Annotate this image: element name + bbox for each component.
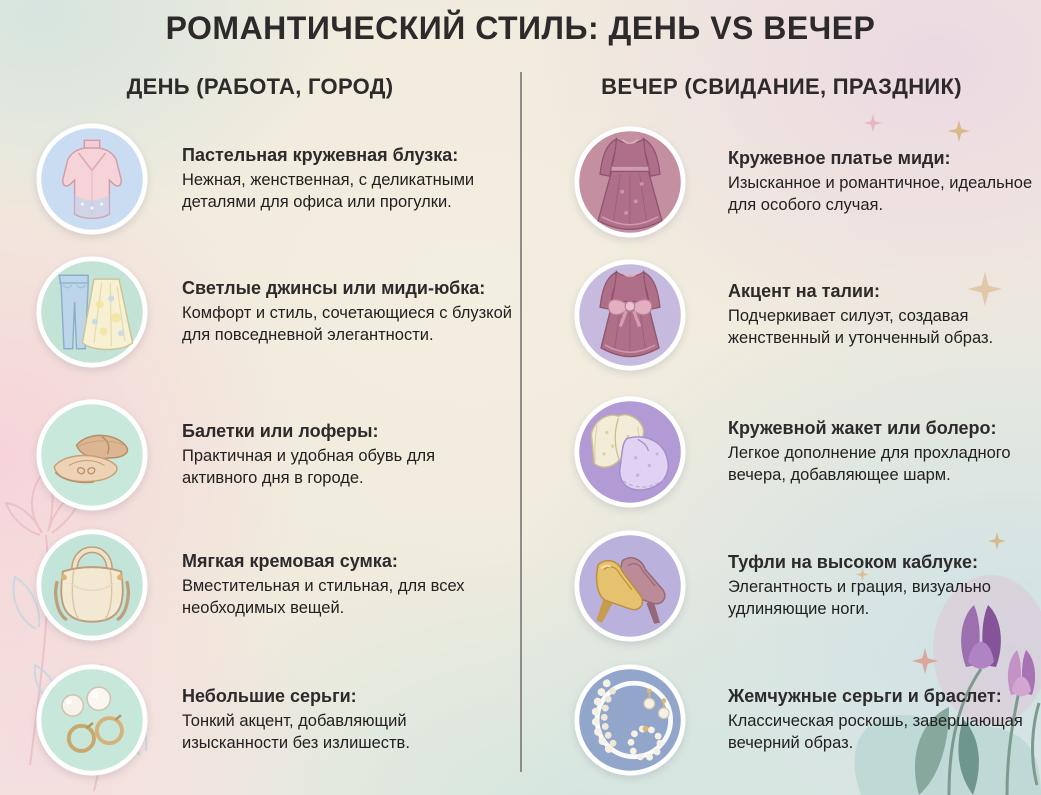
high-heels-icon bbox=[574, 530, 686, 642]
column-divider bbox=[520, 72, 522, 772]
list-item-evening-pearls: Жемчужные серьги и браслет: Классическая… bbox=[572, 662, 1041, 778]
list-item-evening-bolero: Кружевной жакет или болеро: Легкое допол… bbox=[572, 394, 1041, 510]
lace-midi-dress-icon bbox=[574, 126, 686, 238]
item-description: Практичная и удобная обувь для активного… bbox=[182, 446, 436, 487]
page-title: РОМАНТИЧЕСКИЙ СТИЛЬ: ДЕНЬ VS ВЕЧЕР bbox=[165, 10, 876, 46]
list-item-day-shoes: Балетки или лоферы: Практичная и удобная… bbox=[34, 397, 514, 513]
item-title: Небольшие серьги: bbox=[182, 686, 357, 707]
list-item-day-bag: Мягкая кремовая сумка: Вместительная и с… bbox=[34, 527, 514, 643]
lace-bolero-icon bbox=[574, 396, 686, 508]
item-description: Элегантность и грация, визуально удлиняю… bbox=[728, 577, 991, 618]
item-title: Туфли на высоком каблуке: bbox=[728, 552, 978, 573]
list-item-evening-heels: Туфли на высоком каблуке: Элегантность и… bbox=[572, 528, 1041, 644]
list-item-evening-dress: Кружевное платье миди: Изысканное и рома… bbox=[572, 124, 1041, 240]
item-description: Тонкий акцент, добавляющий изысканности … bbox=[182, 711, 410, 752]
item-title: Кружевное платье миди: bbox=[728, 148, 951, 169]
item-description: Комфорт и стиль, сочетающиеся с блузкой … bbox=[182, 303, 512, 344]
flats-loafers-icon bbox=[36, 399, 148, 511]
waist-bow-dress-icon bbox=[574, 259, 686, 371]
evening-column-heading: ВЕЧЕР (СВИДАНИЕ, ПРАЗДНИК) bbox=[601, 74, 962, 99]
jeans-midi-skirt-icon bbox=[36, 256, 148, 368]
item-title: Светлые джинсы или миди-юбка: bbox=[182, 278, 486, 299]
small-earrings-icon bbox=[36, 664, 148, 776]
item-title: Жемчужные серьги и браслет: bbox=[728, 686, 1002, 707]
item-description: Подчеркивает силуэт, создавая женственны… bbox=[728, 306, 994, 347]
list-item-evening-waist: Акцент на талии: Подчеркивает силуэт, со… bbox=[572, 257, 1041, 373]
pearl-jewelry-icon bbox=[574, 664, 686, 776]
item-title: Акцент на талии: bbox=[728, 281, 881, 302]
item-description: Легкое дополнение для прохладного вечера… bbox=[728, 443, 1011, 484]
list-item-day-blouse: Пастельная кружевная блузка: Нежная, жен… bbox=[34, 121, 514, 237]
item-description: Нежная, женственная, с деликатными детал… bbox=[182, 170, 475, 211]
item-title: Мягкая кремовая сумка: bbox=[182, 551, 398, 572]
list-item-day-earrings: Небольшие серьги: Тонкий акцент, добавля… bbox=[34, 662, 514, 778]
item-description: Вместительная и стильная, для всех необх… bbox=[182, 576, 465, 617]
item-description: Классическая роскошь, завершающая вечерн… bbox=[728, 711, 1023, 752]
item-title: Балетки или лоферы: bbox=[182, 421, 379, 442]
item-title: Пастельная кружевная блузка: bbox=[182, 145, 459, 166]
cream-handbag-icon bbox=[36, 529, 148, 641]
day-column-heading: ДЕНЬ (РАБОТА, ГОРОД) bbox=[126, 74, 394, 99]
item-description: Изысканное и романтичное, идеальное для … bbox=[728, 173, 1033, 214]
lace-blouse-icon bbox=[36, 123, 148, 235]
list-item-day-jeans-skirt: Светлые джинсы или миди-юбка: Комфорт и … bbox=[34, 254, 514, 370]
item-title: Кружевной жакет или болеро: bbox=[728, 418, 997, 439]
